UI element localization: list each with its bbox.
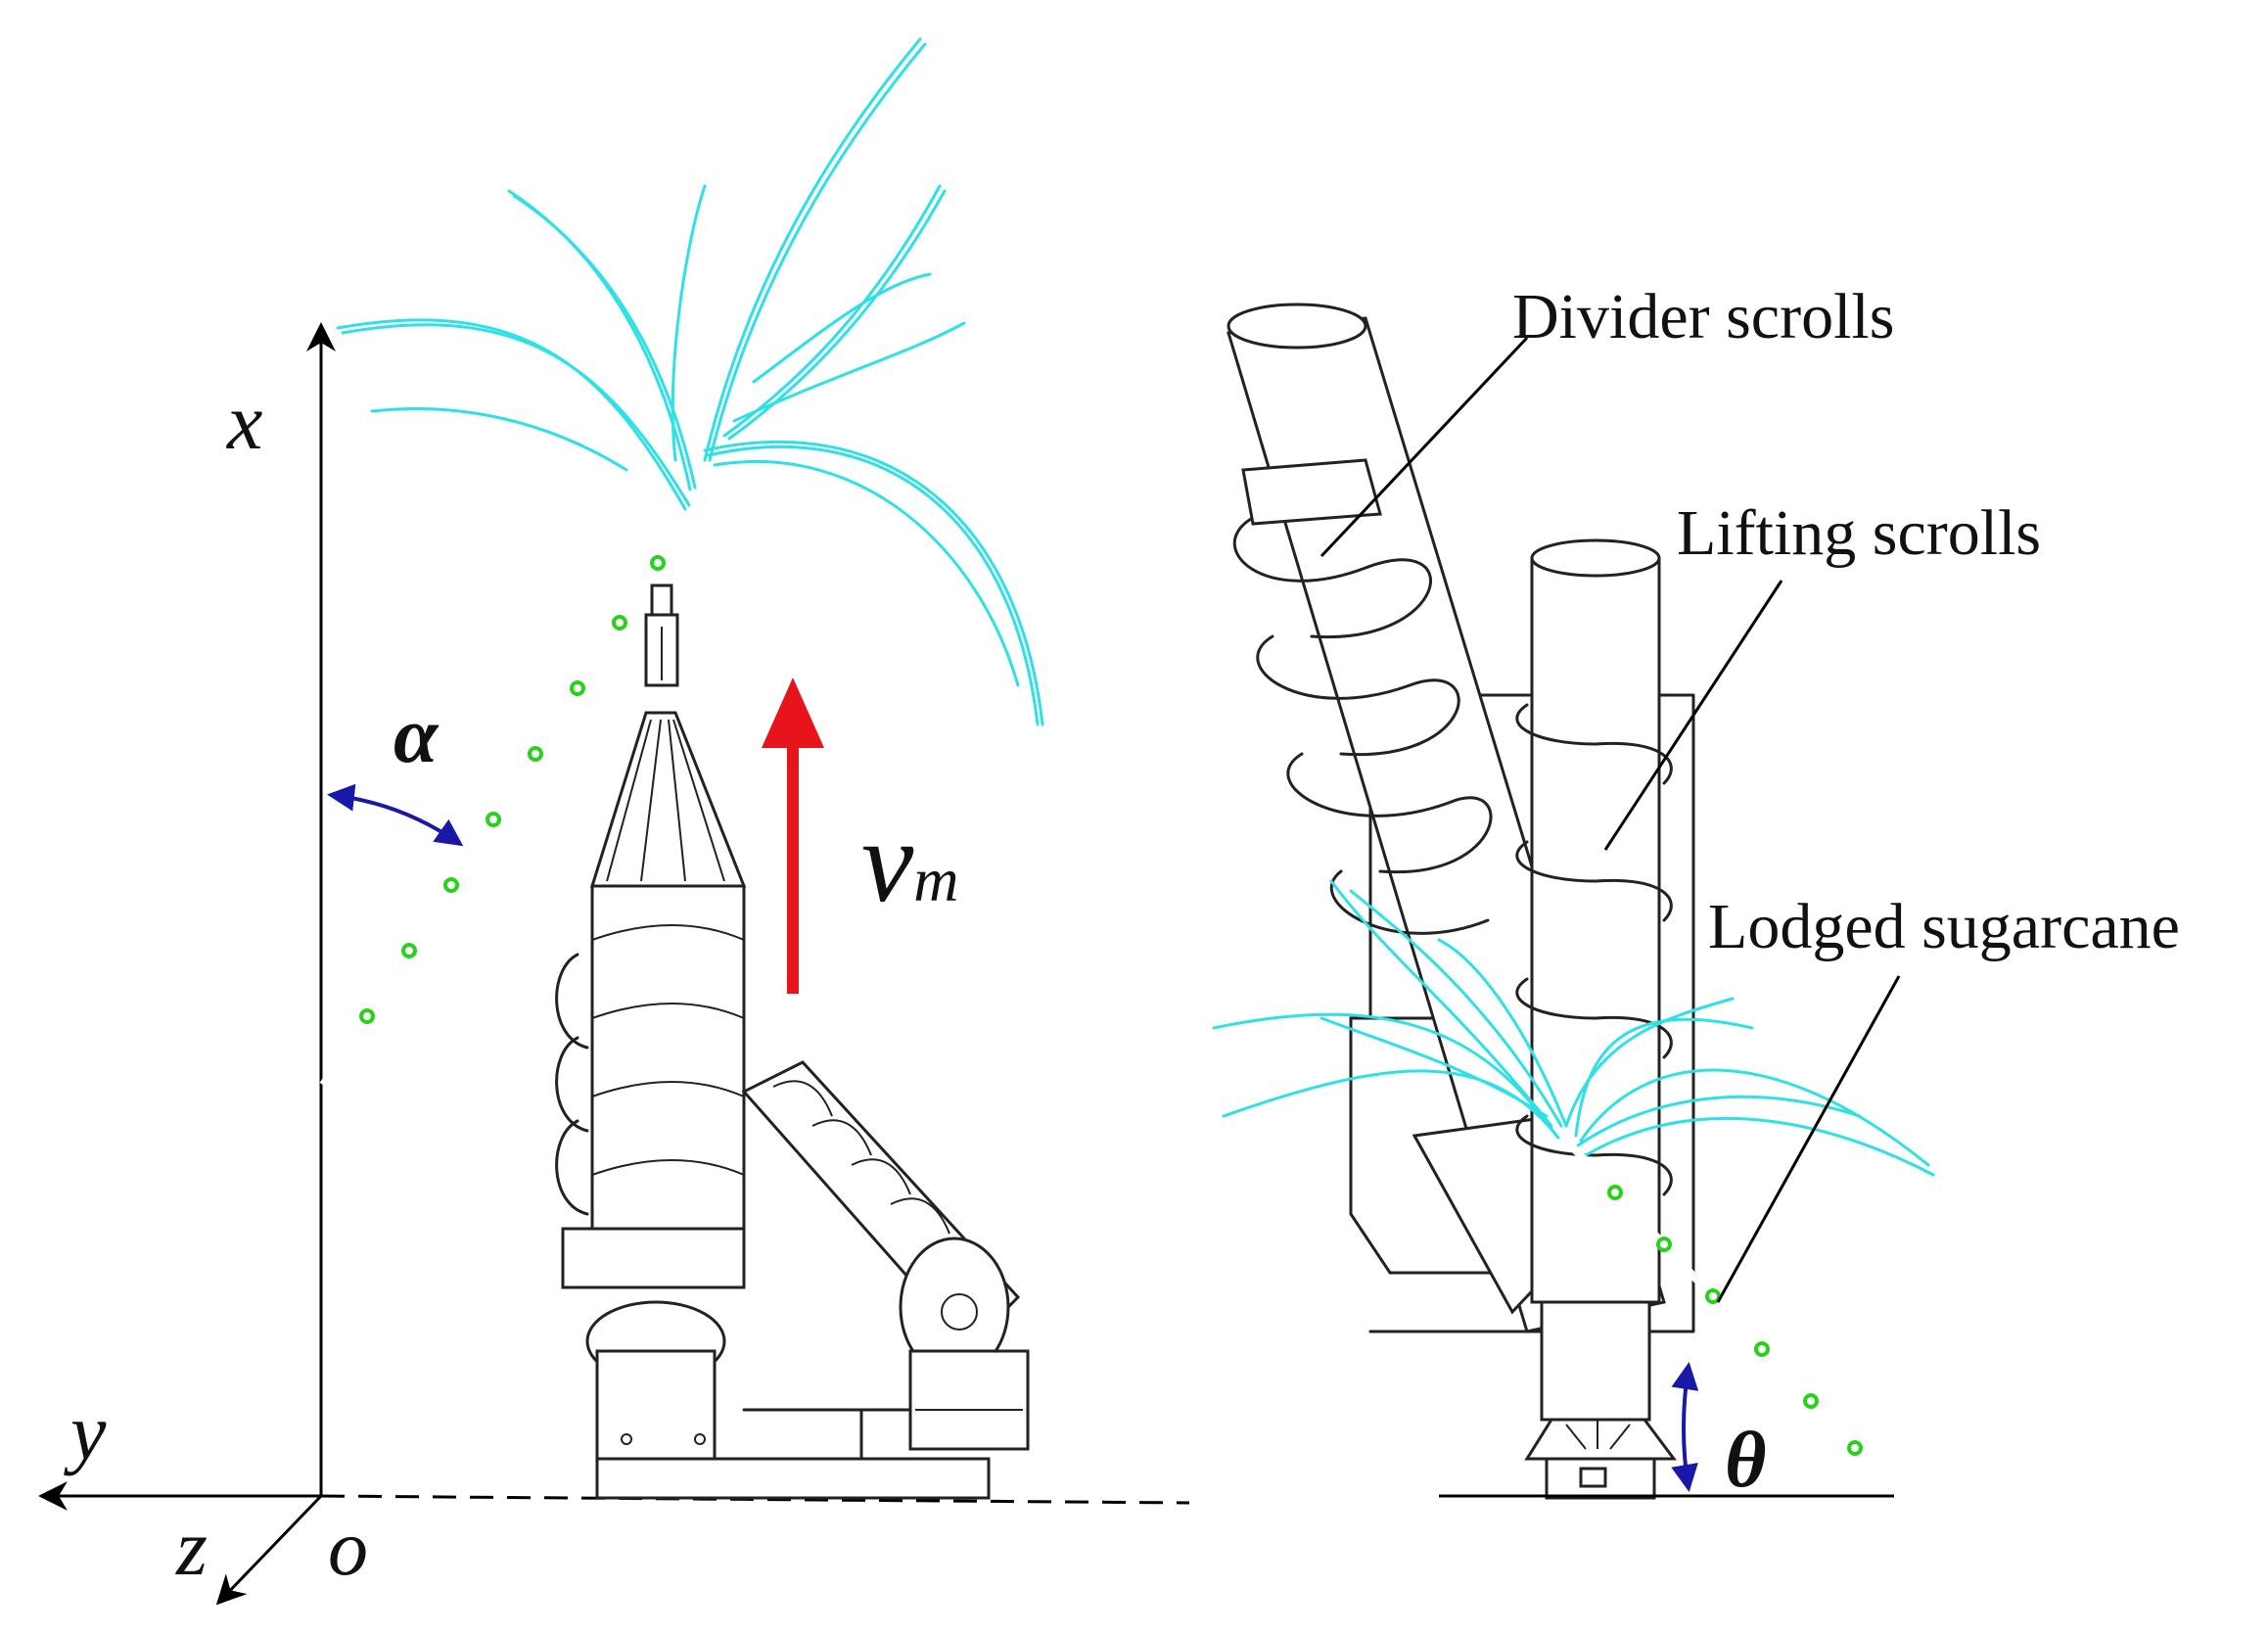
velocity-indicator: vm — [762, 677, 958, 994]
origin-label: o — [328, 1503, 368, 1592]
lifting-scrolls-label: Lifting scrolls — [1677, 497, 2041, 569]
alpha-label: α — [393, 690, 440, 779]
lodged-sugarcane-label: Lodged sugarcane — [1708, 891, 2180, 962]
y-axis-label: y — [64, 1387, 107, 1476]
velocity-label: vm — [861, 796, 958, 926]
lifting-scrolls-leader — [1603, 580, 1783, 851]
lodged-sugarcane-stalk — [1568, 1143, 1897, 1493]
divider-scrolls-label: Divider scrolls — [1512, 281, 1894, 352]
z-axis-arrow — [215, 1494, 323, 1606]
lodged-sugarcane-leader — [1716, 975, 1901, 1303]
left-sugarcane-stalk — [319, 526, 684, 1088]
alpha-angle-arrow — [327, 783, 464, 847]
velocity-arrow-head — [762, 677, 824, 748]
lodged-sugarcane: θ — [1212, 879, 1935, 1504]
x-axis-label: x — [226, 377, 262, 466]
divider-scrolls-leader — [1319, 336, 1529, 558]
harvester-side-view — [1227, 303, 1695, 1500]
velocity-arrow-shaft — [787, 744, 799, 994]
theta-angle-arrow — [1671, 1362, 1699, 1492]
ground-dashed-line — [320, 1494, 1190, 1505]
z-axis-label: z — [175, 1503, 208, 1592]
coordinate-axes: x y z o — [38, 322, 1190, 1606]
lodged-sugarcane-leaves — [1212, 879, 1935, 1177]
callouts: Divider scrolls Lifting scrolls Lodged s… — [1319, 281, 2180, 1303]
left-sugarcane: α — [319, 37, 1044, 1088]
harvester-front-view — [555, 584, 1030, 1500]
left-sugarcane-leaves — [336, 37, 1044, 726]
theta-label: θ — [1725, 1415, 1767, 1504]
